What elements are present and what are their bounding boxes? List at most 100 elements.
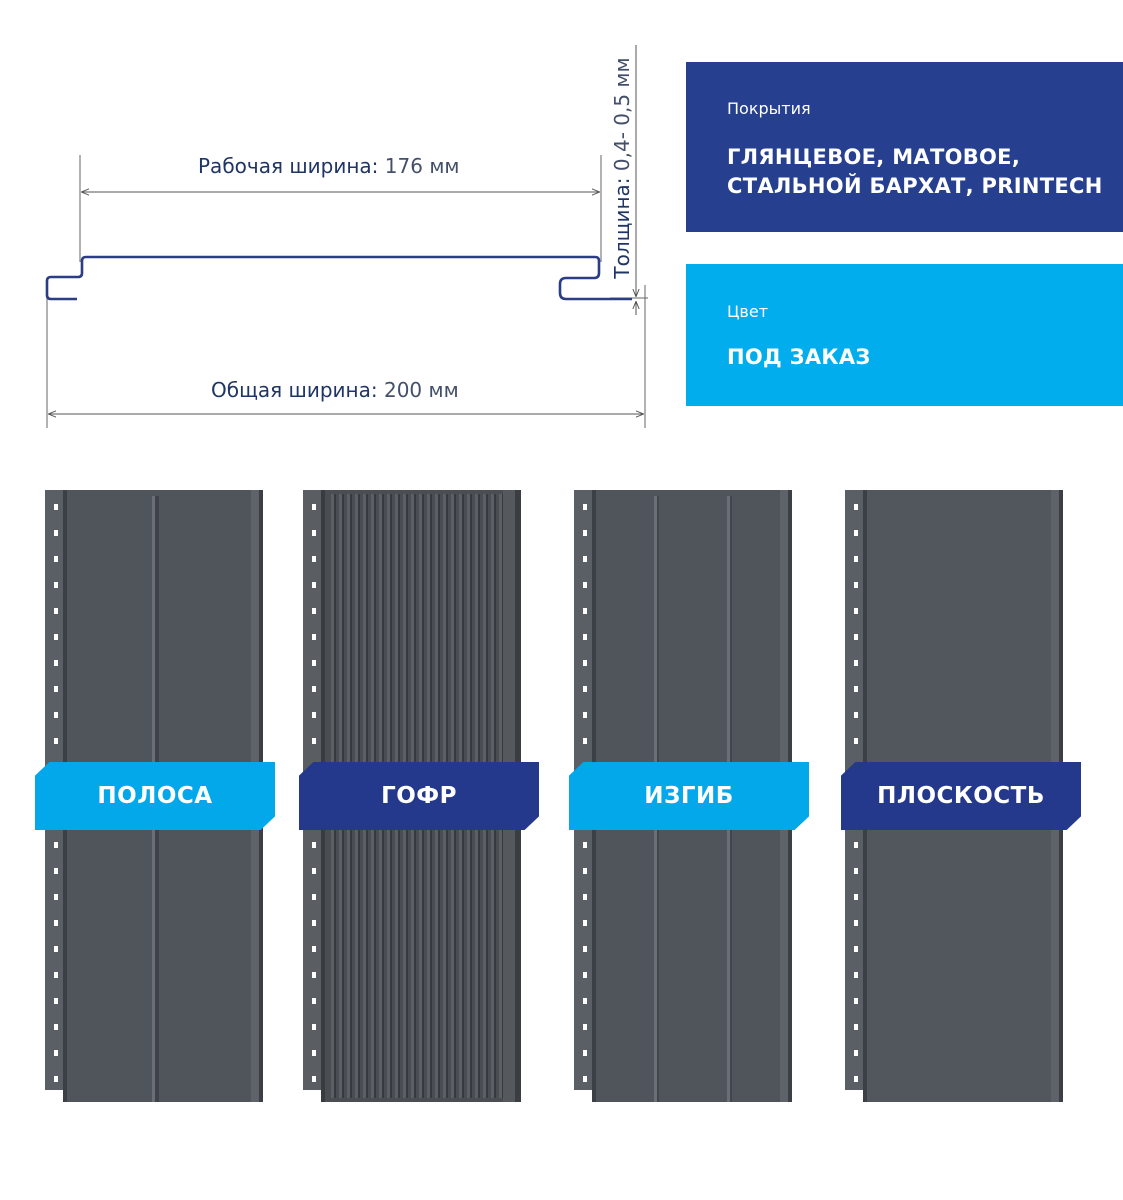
mounting-hole bbox=[54, 738, 58, 744]
mounting-hole bbox=[854, 998, 858, 1004]
profile-drawing bbox=[45, 45, 648, 428]
mounting-hole bbox=[854, 712, 858, 718]
mounting-hole bbox=[54, 660, 58, 666]
thickness-value: 0,4- 0,5 мм bbox=[610, 57, 634, 172]
mounting-hole bbox=[312, 686, 316, 692]
mounting-hole bbox=[54, 556, 58, 562]
panel-tag-flat: ПЛОСКОСТЬ bbox=[841, 762, 1081, 830]
mounting-hole bbox=[854, 842, 858, 848]
mounting-hole bbox=[312, 634, 316, 640]
mounting-hole bbox=[854, 504, 858, 510]
mounting-hole bbox=[854, 738, 858, 744]
mounting-hole bbox=[583, 634, 587, 640]
color-box: Цвет ПОД ЗАКАЗ bbox=[686, 264, 1123, 406]
mounting-hole bbox=[54, 530, 58, 536]
total-width-caption: Общая ширина: 200 мм bbox=[211, 378, 459, 402]
mounting-hole bbox=[854, 634, 858, 640]
mounting-hole bbox=[583, 1076, 587, 1082]
mounting-hole bbox=[54, 920, 58, 926]
mounting-hole bbox=[854, 868, 858, 874]
mounting-hole bbox=[312, 530, 316, 536]
mounting-hole bbox=[312, 894, 316, 900]
mounting-hole bbox=[583, 842, 587, 848]
mounting-hole bbox=[854, 1050, 858, 1056]
mounting-hole bbox=[54, 634, 58, 640]
panel-profile-outline bbox=[45, 255, 632, 301]
mounting-hole bbox=[312, 998, 316, 1004]
color-label: Цвет bbox=[727, 302, 769, 321]
profile-diagram: Рабочая ширина: 176 мм Общая ширина: 200… bbox=[0, 0, 670, 450]
mounting-hole bbox=[312, 504, 316, 510]
mounting-hole bbox=[312, 920, 316, 926]
mounting-hole bbox=[54, 1050, 58, 1056]
mounting-hole bbox=[583, 660, 587, 666]
mounting-hole bbox=[54, 1076, 58, 1082]
mounting-hole bbox=[54, 712, 58, 718]
mounting-hole bbox=[312, 946, 316, 952]
mounting-hole bbox=[312, 582, 316, 588]
working-width-value: 176 мм bbox=[384, 154, 460, 178]
mounting-hole bbox=[312, 1050, 316, 1056]
panel-tag-bend: ИЗГИБ bbox=[569, 762, 809, 830]
mounting-hole bbox=[583, 530, 587, 536]
mounting-hole bbox=[583, 504, 587, 510]
mounting-hole bbox=[854, 920, 858, 926]
mounting-hole bbox=[312, 608, 316, 614]
mounting-hole bbox=[312, 1076, 316, 1082]
mounting-hole bbox=[54, 504, 58, 510]
coatings-line-1: ГЛЯНЦЕВОЕ, МАТОВОЕ, bbox=[727, 145, 1021, 169]
mounting-hole bbox=[54, 946, 58, 952]
mounting-hole bbox=[583, 738, 587, 744]
coatings-label: Покрытия bbox=[727, 99, 811, 118]
mounting-hole bbox=[54, 582, 58, 588]
mounting-hole bbox=[54, 972, 58, 978]
mounting-hole bbox=[54, 998, 58, 1004]
mounting-hole bbox=[854, 686, 858, 692]
panel-tag-corrugated: ГОФР bbox=[299, 762, 539, 830]
mounting-hole bbox=[583, 1050, 587, 1056]
color-value: ПОД ЗАКАЗ bbox=[727, 345, 871, 369]
working-width-caption: Рабочая ширина: 176 мм bbox=[198, 154, 460, 178]
mounting-hole bbox=[583, 998, 587, 1004]
mounting-hole bbox=[312, 556, 316, 562]
working-width-label: Рабочая ширина: bbox=[198, 154, 379, 178]
mounting-hole bbox=[583, 582, 587, 588]
mounting-hole bbox=[583, 608, 587, 614]
mounting-hole bbox=[854, 972, 858, 978]
mounting-hole bbox=[312, 868, 316, 874]
total-width-label: Общая ширина: bbox=[211, 378, 378, 402]
mounting-hole bbox=[312, 660, 316, 666]
mounting-hole bbox=[854, 582, 858, 588]
mounting-hole bbox=[312, 972, 316, 978]
mounting-hole bbox=[54, 894, 58, 900]
mounting-hole bbox=[583, 894, 587, 900]
coatings-box: Покрытия ГЛЯНЦЕВОЕ, МАТОВОЕ, СТАЛЬНОЙ БА… bbox=[686, 62, 1123, 232]
mounting-hole bbox=[854, 1076, 858, 1082]
mounting-hole bbox=[54, 686, 58, 692]
mounting-hole bbox=[854, 894, 858, 900]
mounting-hole bbox=[583, 946, 587, 952]
mounting-hole bbox=[312, 738, 316, 744]
mounting-hole bbox=[54, 608, 58, 614]
mounting-hole bbox=[583, 686, 587, 692]
mounting-hole bbox=[54, 868, 58, 874]
mounting-hole bbox=[583, 556, 587, 562]
total-width-value: 200 мм bbox=[383, 378, 459, 402]
mounting-hole bbox=[54, 842, 58, 848]
mounting-hole bbox=[583, 1024, 587, 1030]
mounting-hole bbox=[583, 868, 587, 874]
mounting-hole bbox=[854, 608, 858, 614]
mounting-hole bbox=[854, 660, 858, 666]
mounting-hole bbox=[312, 842, 316, 848]
coatings-values: ГЛЯНЦЕВОЕ, МАТОВОЕ, СТАЛЬНОЙ БАРХАТ, PRI… bbox=[727, 143, 1103, 201]
mounting-hole bbox=[854, 1024, 858, 1030]
mounting-hole bbox=[54, 1024, 58, 1030]
panel-tag-strip: ПОЛОСА bbox=[35, 762, 275, 830]
mounting-hole bbox=[312, 712, 316, 718]
mounting-hole bbox=[583, 972, 587, 978]
thickness-label: Толщина: bbox=[610, 177, 634, 279]
mounting-hole bbox=[854, 946, 858, 952]
mounting-hole bbox=[312, 1024, 316, 1030]
mounting-hole bbox=[854, 530, 858, 536]
thickness-caption: Толщина: 0,4- 0,5 мм bbox=[610, 57, 634, 278]
